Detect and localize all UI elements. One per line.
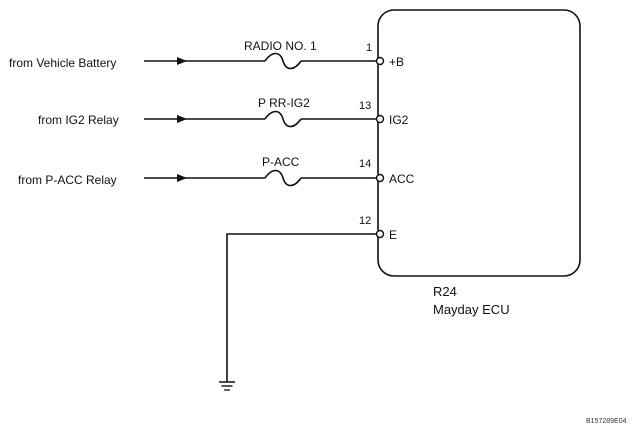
pin-number: 1 xyxy=(366,42,372,54)
source-label-battery: from Vehicle Battery xyxy=(9,56,116,70)
circuit-ground: 12 E xyxy=(219,215,397,391)
fuse-icon xyxy=(264,52,302,70)
pin-marker xyxy=(375,56,385,66)
ecu-name-label: Mayday ECU xyxy=(433,302,510,317)
pin-marker xyxy=(375,229,385,239)
ecu-box xyxy=(377,9,581,277)
ground-wire xyxy=(226,233,376,382)
fuse-icon xyxy=(264,169,302,187)
source-label-pacc: from P-ACC Relay xyxy=(18,173,117,187)
source-label-ig2: from IG2 Relay xyxy=(38,113,119,127)
terminal-label: IG2 xyxy=(389,113,409,127)
pin-marker xyxy=(375,114,385,124)
circuit-ig2: from IG2 Relay P RR-IG2 13 IG2 xyxy=(38,96,409,128)
terminal-label: E xyxy=(389,228,397,242)
pin-number: 14 xyxy=(359,158,371,170)
pin-number: 12 xyxy=(359,215,371,227)
fuse-label-battery: RADIO NO. 1 xyxy=(244,39,317,53)
circuit-battery: from Vehicle Battery RADIO NO. 1 1 +B xyxy=(9,39,404,70)
ecu-connector-label: R24 xyxy=(433,284,457,299)
circuit-pacc: from P-ACC Relay P-ACC 14 ACC xyxy=(18,155,415,187)
fuse-icon xyxy=(264,110,302,128)
terminal-label: +B xyxy=(389,55,404,69)
fuse-label-pacc: P-ACC xyxy=(262,155,300,169)
terminal-label: ACC xyxy=(389,172,415,186)
pin-marker xyxy=(375,173,385,183)
pin-number: 13 xyxy=(359,100,371,112)
figure-code: B157289E04 xyxy=(586,418,627,425)
fuse-label-ig2: P RR-IG2 xyxy=(258,96,310,110)
ground-icon xyxy=(219,381,235,391)
